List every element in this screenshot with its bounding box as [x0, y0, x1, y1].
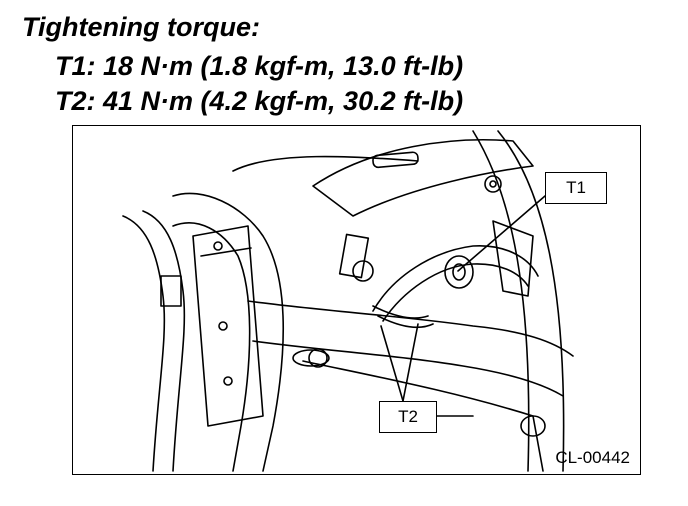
torque-spec-t2: T2: 41 N·m (4.2 kgf-m, 30.2 ft-lb)	[55, 86, 464, 116]
fender-edge-inner	[472, 130, 530, 472]
upper-cowl	[312, 139, 534, 217]
radiator-hose	[172, 192, 284, 472]
callout-t1: T1	[545, 172, 607, 204]
lower-pipe	[302, 360, 544, 472]
sensor	[444, 255, 474, 289]
engine-bay-illustration: T1 T2 CL-00442	[72, 125, 641, 475]
radiator-panel	[192, 225, 264, 427]
intake-pipe	[247, 300, 574, 357]
small-pipe	[122, 215, 166, 472]
bracket	[492, 220, 534, 297]
fender-edge	[497, 130, 565, 472]
torque-spec-t1: T1: 18 N·m (1.8 kgf-m, 13.0 ft-lb)	[55, 51, 464, 81]
line-drawing	[122, 130, 574, 472]
cable-sleeve	[372, 151, 419, 169]
leader-t2b	[402, 323, 419, 402]
figure-id: CL-00442	[555, 448, 630, 467]
bolt-lower-left	[308, 348, 328, 368]
cable	[232, 155, 419, 172]
bolt-upper	[484, 175, 502, 193]
torque-title: Tightening torque:	[22, 12, 260, 42]
leader-t2a	[380, 325, 404, 402]
bolt-boss	[292, 349, 330, 367]
callout-t2: T2	[379, 401, 437, 433]
harness	[372, 245, 539, 312]
leader-t1	[457, 195, 546, 272]
connector	[338, 233, 370, 279]
